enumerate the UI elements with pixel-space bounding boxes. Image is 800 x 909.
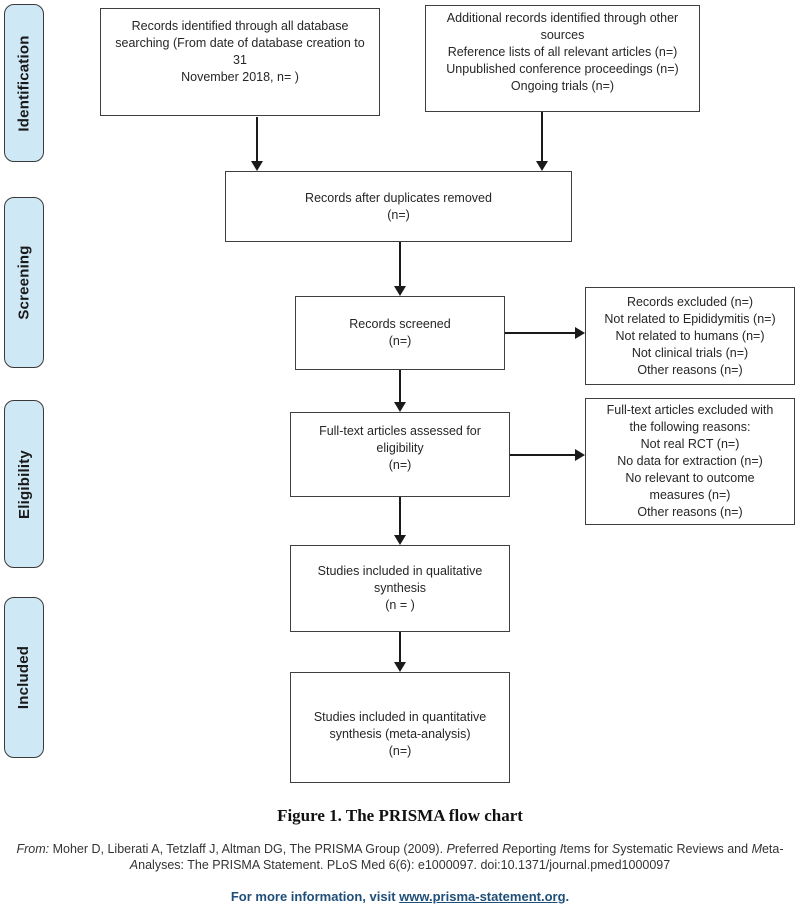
box-line: Full-text articles excluded with	[606, 403, 774, 417]
stage-label: Screening	[15, 245, 33, 320]
box-line: Studies included in qualitative	[317, 564, 483, 578]
figure-caption: Figure 1. The PRISMA flow chart	[277, 806, 523, 825]
box-line: (n=)	[388, 744, 412, 758]
box-additional-records: Additional records identified through ot…	[425, 5, 700, 112]
box-line: (n=)	[388, 334, 412, 348]
citation-line-1: From: Moher D, Liberati A, Tetzlaff J, A…	[16, 842, 784, 856]
box-line: No relevant to outcome	[625, 471, 755, 485]
citation-line-2: Analyses: The PRISMA Statement. PLoS Med…	[129, 858, 671, 872]
box-line: Full-text articles assessed for	[319, 424, 481, 438]
footer-suffix: .	[565, 889, 570, 904]
box-records-screened: Records screened (n=)	[295, 296, 505, 370]
box-fulltext-excluded: Full-text articles excluded with the fol…	[585, 398, 795, 525]
box-line: Not related to humans (n=)	[615, 328, 765, 343]
box-fulltext-assessed: Full-text articles assessed for eligibil…	[290, 412, 510, 497]
stage-eligibility: Eligibility	[4, 400, 44, 568]
box-line: eligibility	[376, 441, 424, 455]
footer-note: For more information, visit www.prisma-s…	[0, 889, 800, 904]
box-duplicates-removed: Records after duplicates removed (n=)	[225, 171, 572, 242]
box-line: Reference lists of all relevant articles…	[447, 45, 678, 59]
box-line: sources	[540, 28, 585, 42]
box-line: the following reasons:	[629, 420, 751, 434]
box-records-identified: Records identified through all database …	[100, 8, 380, 116]
stage-screening: Screening	[4, 197, 44, 368]
box-line: Records identified through all database	[131, 19, 349, 33]
stage-included: Included	[4, 597, 44, 758]
box-line: No data for extraction (n=)	[617, 454, 763, 468]
footer-prefix: For more information, visit	[230, 889, 400, 904]
box-line: searching (From date of database creatio…	[115, 36, 365, 67]
box-line: measures (n=)	[649, 488, 731, 502]
box-quantitative-synthesis: Studies included in quantitative synthes…	[290, 672, 510, 783]
stage-label: Identification	[15, 34, 33, 132]
box-line: Unpublished conference proceedings (n=)	[446, 62, 679, 76]
stage-label: Included	[15, 645, 33, 710]
box-line: synthesis (meta-analysis)	[329, 727, 471, 741]
box-line: (n=)	[388, 458, 412, 472]
box-line: Other reasons (n=)	[637, 505, 743, 519]
box-line: Studies included in quantitative	[313, 710, 487, 724]
box-line: Records after duplicates removed	[305, 190, 492, 205]
box-line: Records excluded (n=)	[626, 294, 754, 309]
box-line: Not real RCT (n=)	[640, 437, 740, 451]
prisma-statement-link[interactable]: www.prisma-statement.org	[399, 889, 566, 904]
box-line: November 2018, n= )	[181, 70, 299, 84]
box-qualitative-synthesis: Studies included in qualitative synthesi…	[290, 545, 510, 632]
box-records-excluded: Records excluded (n=) Not related to Epi…	[585, 287, 795, 385]
stage-label: Eligibility	[15, 449, 33, 519]
box-line: (n = )	[385, 598, 415, 612]
citation: From: Moher D, Liberati A, Tetzlaff J, A…	[0, 841, 800, 873]
box-line: Ongoing trials (n=)	[510, 79, 615, 93]
stage-identification: Identification	[4, 4, 44, 162]
box-line: Records screened	[349, 317, 451, 331]
box-line: Additional records identified through ot…	[446, 11, 679, 25]
box-line: Other reasons (n=)	[637, 362, 743, 377]
box-line: Not clinical trials (n=)	[631, 345, 749, 360]
box-line: (n=)	[387, 207, 410, 222]
box-line: Not related to Epididymitis (n=)	[604, 311, 776, 326]
box-line: synthesis	[373, 581, 427, 595]
